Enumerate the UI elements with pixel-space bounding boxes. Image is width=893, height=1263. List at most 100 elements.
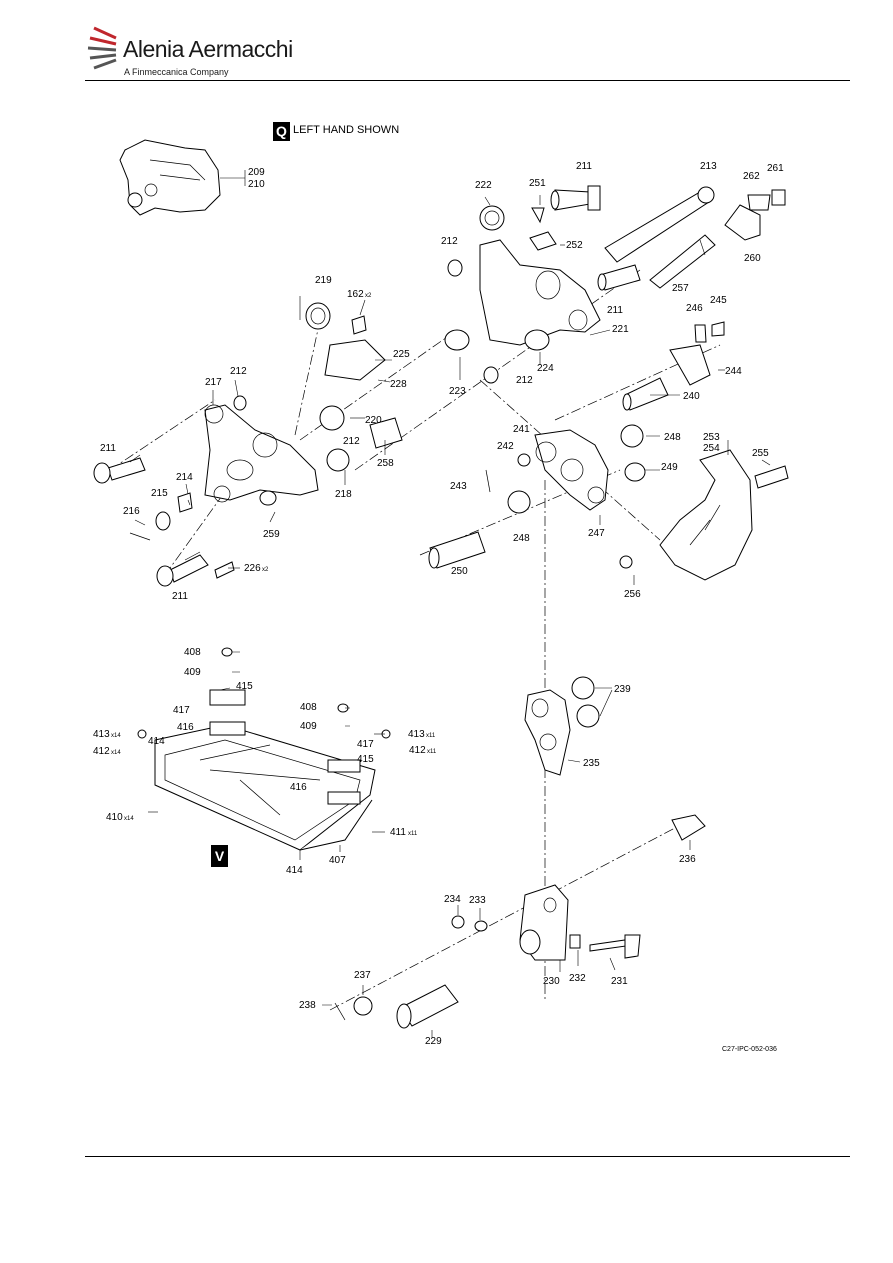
label-236: 236	[679, 854, 696, 865]
qty-162: x2	[365, 293, 372, 299]
label-230: 230	[543, 976, 560, 987]
label-415-right: 415	[357, 754, 374, 765]
label-260: 260	[744, 253, 761, 264]
figure-reference: C27-IPC-052-036	[722, 1046, 777, 1053]
label-410: 410	[106, 812, 123, 823]
horn-253	[619, 449, 789, 581]
label-256: 256	[624, 589, 641, 600]
label-249: 249	[661, 462, 678, 473]
label-215: 215	[151, 488, 168, 499]
label-417-left: 417	[173, 705, 190, 716]
assembly-centerlines	[109, 269, 721, 1011]
label-261: 261	[767, 163, 784, 174]
label-407: 407	[329, 855, 346, 866]
label-254: 254	[703, 443, 720, 454]
label-242: 242	[497, 441, 514, 452]
label-211-top: 211	[576, 161, 592, 172]
bushings-group	[259, 302, 403, 506]
qty-410: x14	[124, 816, 134, 822]
label-240: 240	[683, 391, 700, 402]
panel-assembly-407	[137, 647, 391, 851]
label-413-right: 413	[408, 729, 425, 740]
label-214: 214	[176, 472, 193, 483]
view-v-marker: V	[211, 845, 228, 867]
label-211-mid: 211	[607, 305, 623, 316]
label-224: 224	[537, 363, 554, 374]
label-238: 238	[299, 1000, 316, 1011]
left-hand-note: LEFT HAND SHOWN	[293, 124, 400, 136]
label-216: 216	[123, 506, 140, 517]
label-248-left: 248	[513, 533, 530, 544]
qty-226: x2	[262, 567, 269, 573]
label-250: 250	[451, 566, 468, 577]
label-212-mid: 212	[516, 375, 533, 386]
label-247: 247	[588, 528, 605, 539]
label-228: 228	[390, 379, 407, 390]
label-257: 257	[672, 283, 689, 294]
label-231: 231	[611, 976, 628, 987]
label-259: 259	[263, 529, 280, 540]
label-253: 253	[703, 432, 720, 443]
label-258: 258	[377, 458, 394, 469]
brand-tagline: A Finmeccanica Company	[124, 67, 229, 77]
label-218: 218	[335, 489, 352, 500]
company-logo	[86, 24, 286, 80]
label-409-right: 409	[300, 721, 317, 732]
label-411: 411	[390, 827, 406, 838]
center-lever-247	[428, 424, 646, 569]
lower-fitting-230	[334, 814, 706, 1029]
label-251: 251	[529, 178, 546, 189]
label-234: 234	[444, 894, 461, 905]
header-divider	[85, 80, 850, 81]
label-leaders	[129, 195, 771, 1038]
label-241: 241	[513, 424, 530, 435]
label-255: 255	[752, 448, 769, 459]
label-223: 223	[449, 386, 466, 397]
label-248-right: 248	[664, 432, 681, 443]
label-262: 262	[743, 171, 760, 182]
logo-swoosh-icon	[87, 26, 117, 70]
label-412-right: 412	[409, 745, 426, 756]
view-q-marker: Q	[273, 122, 290, 141]
upper-lever-221	[444, 205, 601, 384]
qty-411: x11	[408, 831, 418, 837]
label-232: 232	[569, 973, 586, 984]
qty-413-right: x11	[426, 733, 436, 739]
label-237: 237	[354, 970, 371, 981]
label-243: 243	[450, 481, 467, 492]
bracket-209	[119, 139, 246, 216]
label-210: 210	[248, 179, 265, 190]
label-211-bottom: 211	[172, 591, 188, 602]
upper-shafts	[550, 185, 786, 291]
label-239: 239	[614, 684, 631, 695]
label-413-left: 413	[93, 729, 110, 740]
label-235: 235	[583, 758, 600, 769]
label-212-left: 212	[230, 366, 247, 377]
left-lever-217	[204, 395, 319, 503]
actuator-240	[622, 321, 725, 411]
label-408-left: 408	[184, 647, 201, 658]
label-229: 229	[425, 1036, 442, 1047]
label-252: 252	[566, 240, 583, 251]
label-221: 221	[612, 324, 629, 335]
label-209: 209	[248, 167, 265, 178]
label-225: 225	[393, 349, 410, 360]
label-416-right: 416	[290, 782, 307, 793]
label-414-right: 414	[286, 865, 303, 876]
label-408-right: 408	[300, 702, 317, 713]
label-212-center: 212	[343, 436, 360, 447]
label-414-left: 414	[148, 736, 165, 747]
label-245: 245	[710, 295, 727, 306]
label-244: 244	[725, 366, 742, 377]
label-233: 233	[469, 895, 486, 906]
label-417-right: 417	[357, 739, 374, 750]
label-226: 226	[244, 563, 261, 574]
label-219: 219	[315, 275, 332, 286]
label-212-upper: 212	[441, 236, 458, 247]
bellcrank-235	[524, 676, 600, 776]
qty-413-left: x14	[111, 733, 121, 739]
footer-divider	[85, 1156, 850, 1157]
label-415-left: 415	[236, 681, 253, 692]
qty-412-right: x11	[427, 749, 437, 755]
